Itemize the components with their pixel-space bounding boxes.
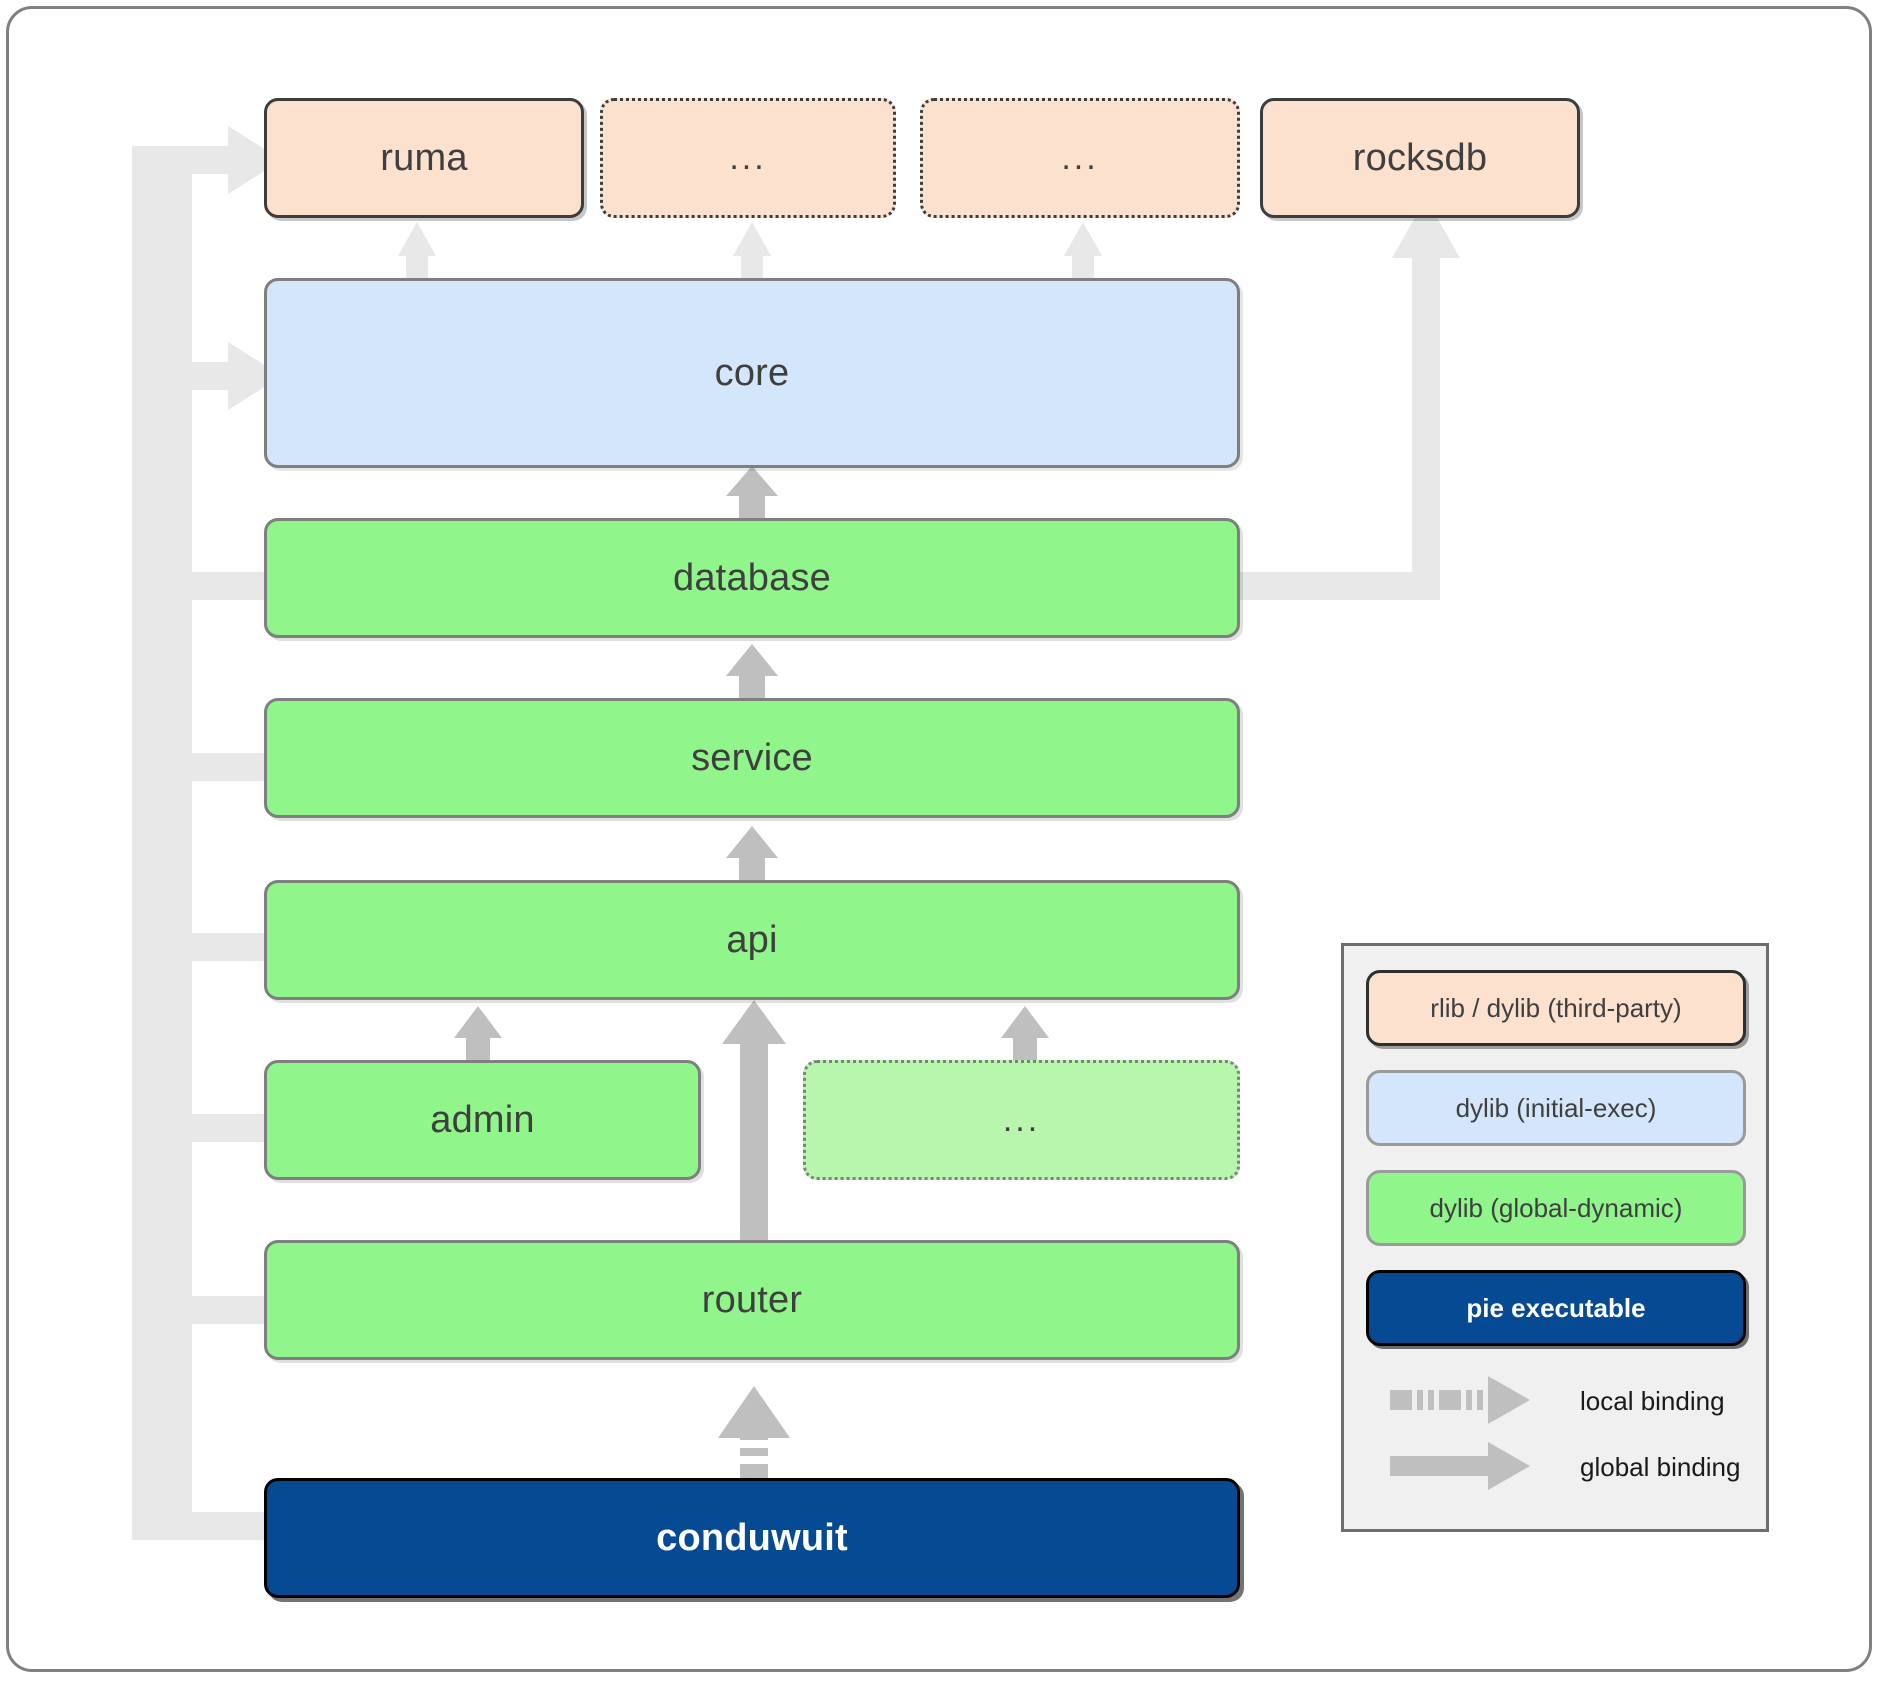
local-binding-arrow-icon xyxy=(1390,1376,1530,1424)
node-core[interactable]: core xyxy=(264,278,1240,468)
node-router[interactable]: router xyxy=(264,1240,1240,1360)
legend-swatch-initial-exec-label: dylib (initial-exec) xyxy=(1455,1092,1657,1123)
legend-panel: rlib / dylib (third-party) dylib (initia… xyxy=(1341,943,1769,1532)
node-rocksdb[interactable]: rocksdb xyxy=(1260,98,1580,218)
node-ruma[interactable]: ruma xyxy=(264,98,584,218)
node-ruma-label: ruma xyxy=(380,136,468,179)
legend-swatch-third-party-label: rlib / dylib (third-party) xyxy=(1430,992,1682,1023)
node-service-label: service xyxy=(691,736,813,779)
node-conduwuit-label: conduwuit xyxy=(656,1516,848,1559)
node-conduwuit[interactable]: conduwuit xyxy=(264,1478,1240,1598)
legend-swatch-pie-executable-label: pie executable xyxy=(1466,1292,1646,1323)
node-service[interactable]: service xyxy=(264,698,1240,818)
node-database-label: database xyxy=(673,556,831,599)
node-extra-label: ... xyxy=(1002,1100,1041,1139)
node-third-party-placeholder-a[interactable]: ... xyxy=(600,98,896,218)
legend-swatch-pie-executable: pie executable xyxy=(1366,1270,1746,1346)
node-third-b-label: ... xyxy=(1061,138,1099,177)
legend-swatch-third-party: rlib / dylib (third-party) xyxy=(1366,970,1746,1046)
legend-swatch-global-dynamic-label: dylib (global-dynamic) xyxy=(1429,1192,1683,1223)
node-admin[interactable]: admin xyxy=(264,1060,701,1180)
legend-local-binding-label: local binding xyxy=(1580,1386,1725,1416)
node-rocksdb-label: rocksdb xyxy=(1352,136,1488,179)
legend-global-binding-label: global binding xyxy=(1580,1452,1741,1482)
node-crate-placeholder[interactable]: ... xyxy=(803,1060,1240,1180)
node-core-label: core xyxy=(714,351,790,394)
node-api[interactable]: api xyxy=(264,880,1240,1000)
node-third-a-label: ... xyxy=(729,138,767,177)
node-third-party-placeholder-b[interactable]: ... xyxy=(920,98,1240,218)
node-router-label: router xyxy=(701,1278,803,1321)
node-api-label: api xyxy=(726,918,778,961)
node-admin-label: admin xyxy=(430,1098,535,1141)
legend-swatch-initial-exec: dylib (initial-exec) xyxy=(1366,1070,1746,1146)
global-binding-arrow-icon xyxy=(1390,1442,1530,1490)
node-database[interactable]: database xyxy=(264,518,1240,638)
legend-swatch-global-dynamic: dylib (global-dynamic) xyxy=(1366,1170,1746,1246)
